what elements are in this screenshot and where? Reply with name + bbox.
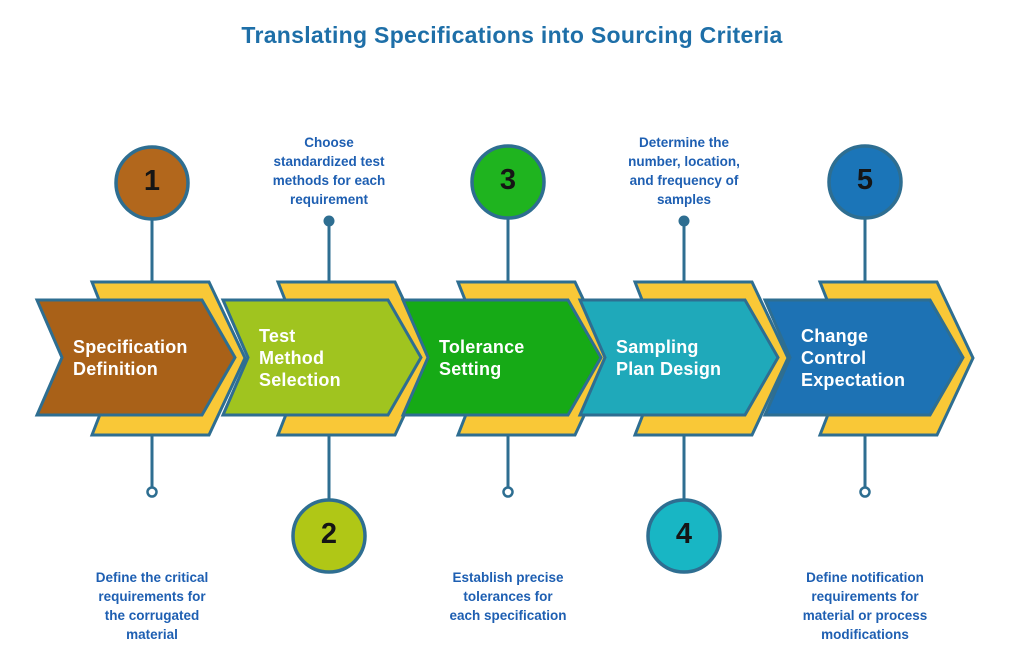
step-3-endpoint-ring [502,486,514,498]
step-5-endpoint-ring [859,486,871,498]
step-2-endpoint-dot [323,215,335,227]
step-4-endpoint-dot [678,215,690,227]
step-2-number-circle [291,498,367,574]
step-1-number-circle [114,145,190,221]
arrow-shapes [34,280,975,437]
step-3-number-circle [470,144,546,220]
step-1-arrow [34,280,247,437]
step-2-arrow [220,280,433,437]
page-title: Translating Specifications into Sourcing… [241,22,783,48]
step-5-number-circle [827,144,903,220]
step-3-chevron-shape [400,298,603,417]
step-4-number-circle [646,498,722,574]
step-5-chevron-shape [762,298,965,417]
step-4-arrow [577,280,790,437]
step-1-endpoint-ring [146,486,158,498]
step-5-arrow [762,280,975,437]
step-4-chevron-shape [577,298,780,417]
number-circles [114,144,903,574]
step-1-chevron-shape [34,298,237,417]
step-2-chevron-shape [220,298,423,417]
step-3-arrow [400,280,613,437]
